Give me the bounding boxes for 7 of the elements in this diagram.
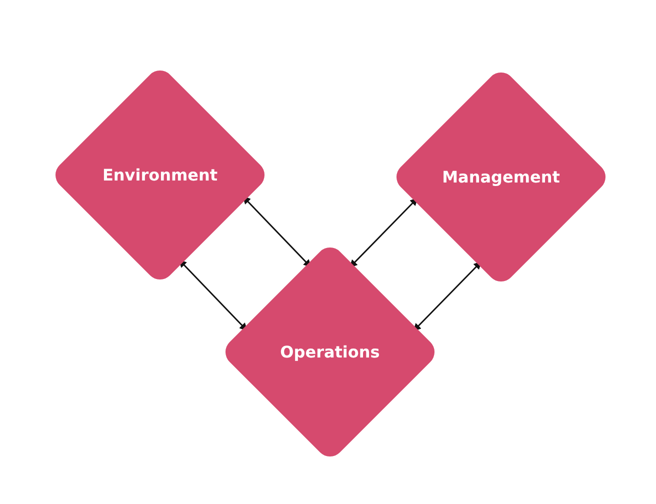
double-arrow [413,261,482,332]
node-label: Operations [280,342,380,362]
double-arrow [242,196,312,268]
double-arrow [178,259,248,332]
double-arrow [349,198,418,268]
node-label: Environment [102,166,218,184]
node-label: Management [442,168,560,186]
